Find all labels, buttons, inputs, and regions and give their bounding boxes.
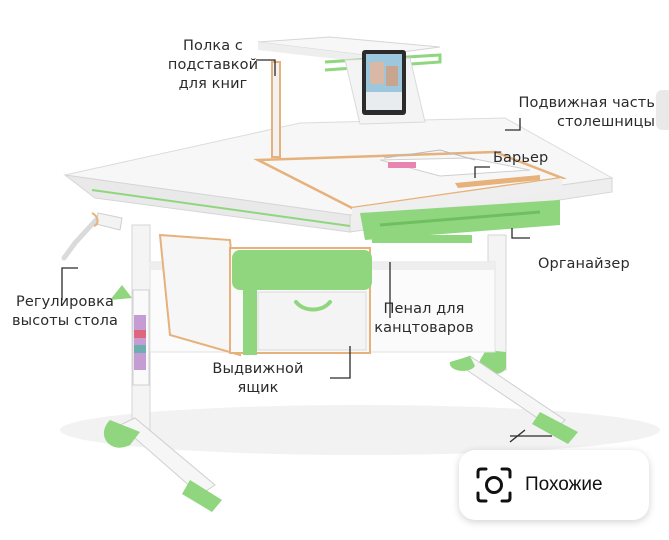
leader-lines: [61, 59, 552, 443]
label-drawer-line1: Выдвижной: [212, 361, 304, 377]
label-height-adjust-line2: высоты стола: [12, 313, 118, 329]
edge-icon: [656, 90, 669, 130]
left-leg: [103, 224, 222, 512]
lens-search-icon: [476, 467, 512, 503]
label-movable-top-line1: Подвижная часть: [518, 95, 655, 111]
label-drawer: Выдвижной ящик: [203, 360, 313, 398]
desktop: [63, 117, 614, 233]
height-crank: [61, 212, 123, 261]
book-shelf: [257, 36, 442, 158]
label-shelf-line1: Полка с: [183, 38, 243, 54]
label-pencil-case-line1: Пенал для: [383, 301, 465, 317]
label-shelf: Полка с подставкой для книг: [158, 37, 268, 94]
similar-items-label: Похожие: [525, 474, 603, 495]
label-height-adjust-line1: Регулировка: [16, 294, 114, 310]
label-height-adjust: Регулировка высоты стола: [6, 293, 124, 331]
similar-items-button[interactable]: Похожие: [459, 450, 649, 520]
label-movable-top-line2: столешницы: [557, 114, 655, 130]
label-pencil-case: Пенал для канцтоваров: [368, 300, 480, 338]
label-shelf-line3: для книг: [178, 76, 248, 92]
organizer: [360, 200, 560, 243]
label-drawer-line2: ящик: [237, 380, 279, 396]
label-shelf-line2: подставкой: [167, 57, 259, 73]
label-barrier: Барьер: [493, 150, 549, 166]
label-pencil-case-line2: канцтоваров: [374, 320, 474, 336]
label-organizer: Органайзер: [538, 256, 630, 272]
drawer: [158, 233, 372, 357]
label-movable-top: Подвижная часть столешницы: [505, 94, 655, 132]
book: [379, 149, 540, 188]
